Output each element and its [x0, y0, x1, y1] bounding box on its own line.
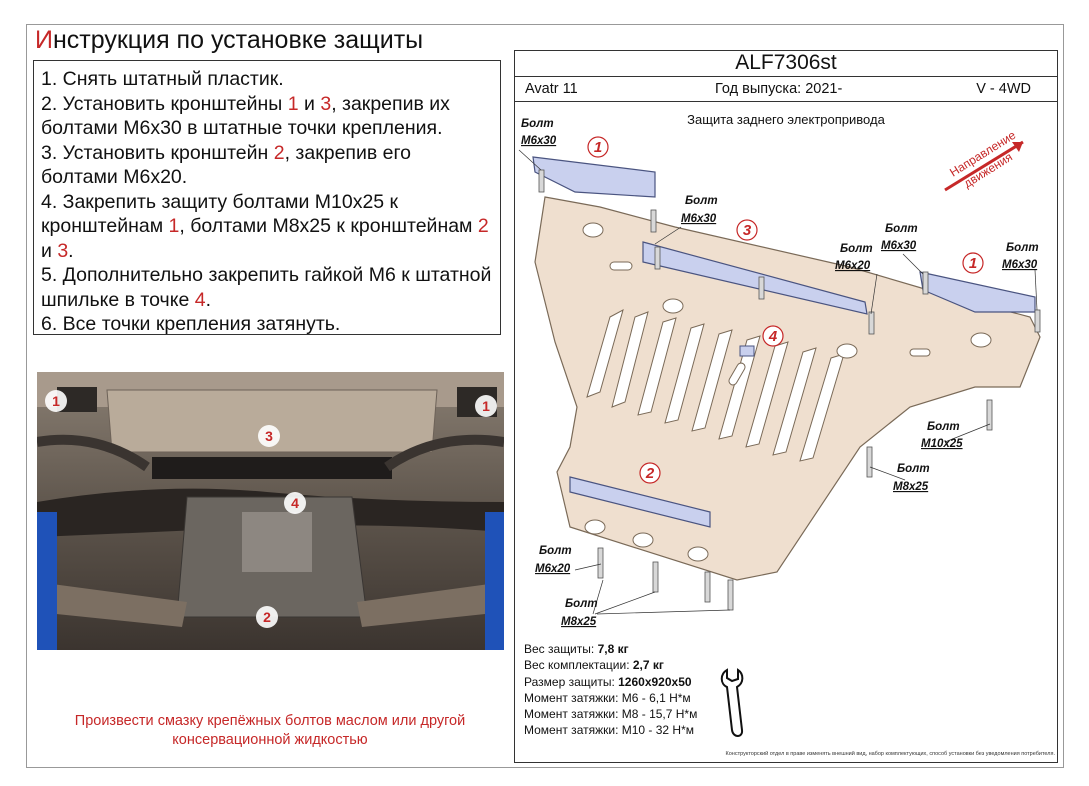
size-label: Размер защиты: [524, 674, 619, 689]
step-part-text: 1. Снять штатный пластик. [41, 68, 284, 90]
vehicle-info-row: Avatr 11 Год выпуска: 2021- V - 4WD [515, 77, 1057, 102]
bolt-m8x25-right: М8х25 [893, 481, 929, 493]
photo-marker-3: 3 [265, 428, 273, 444]
step-part-reference: 3 [57, 239, 69, 262]
size-value: 1260х920х50 [618, 674, 692, 689]
photo-marker-4: 4 [291, 495, 299, 511]
title-rest: нструкция по установке защиты [52, 26, 424, 54]
step-part-text: , закрепив его болтами М6х20. [41, 141, 417, 189]
step-part-reference: 2 [273, 141, 285, 164]
skid-plate [534, 196, 1041, 581]
diagram-label-1-right: 1 [969, 255, 977, 272]
step-part-text: 5. Дополнительно закрепить гайкой М6 к ш… [41, 264, 497, 311]
bolt-m6x30-right-top: М6х30 [881, 240, 917, 252]
bolt-word-6: Болт [927, 421, 960, 433]
bolt-m8x25-bottom: М8х25 [561, 616, 597, 628]
assembly-diagram: Направление движения 1 3 1 4 2 Болт М6х3… [518, 118, 1041, 628]
instruction-step: 6. Все точки крепления затянуть. [41, 312, 493, 337]
photo-marker-1-left: 1 [52, 393, 60, 409]
specs-block: Вес защиты: 7,8 кг Вес комплектации: 2,7… [524, 641, 697, 739]
weight-label: Вес защиты: [524, 642, 598, 656]
step-part-text: 2. Установить кронштейны [41, 92, 288, 115]
diagram-subtitle: Защита заднего электропривода [687, 112, 885, 127]
bolt-word-9: Болт [565, 598, 598, 610]
step-part-text: и [298, 92, 321, 115]
drivetrain: V - 4WD [976, 81, 1031, 97]
bolt-m6x20-bottom: М6х20 [535, 563, 571, 575]
diagram-label-4: 4 [768, 328, 778, 345]
bolt-word-2: Болт [685, 195, 718, 207]
bolt-m6x30-left: М6х30 [521, 135, 557, 147]
bolt-word-7: Болт [897, 463, 930, 475]
bracket-1-left [532, 156, 656, 198]
vehicle-model: Avatr 11 [525, 81, 578, 97]
photo-marker-2: 2 [263, 609, 271, 625]
instruction-step: 4. Закрепить защиту болтами М10х25 к кро… [41, 190, 493, 264]
step-part-text: и [41, 215, 495, 262]
kit-weight-value: 2,7 кг [632, 658, 664, 673]
bolt-word-8: Болт [539, 545, 572, 557]
bolt-word-1: Болт [521, 118, 554, 130]
bracket-2 [569, 476, 711, 528]
step-part-text: , закрепив их болтами М6х30 в штатные то… [41, 92, 456, 140]
step-part-reference: 1 [287, 92, 299, 115]
bolt-m10x25: М10х25 [921, 438, 963, 450]
bolt-m6x30-middle: М6х30 [681, 213, 717, 225]
underbody-photo-drawing: 1 1 3 4 2 [37, 372, 504, 650]
step-part-text: 6. Все точки крепления затянуть. [41, 313, 341, 335]
page-border [26, 24, 1064, 768]
step-part-text: 3. Установить кронштейн [41, 141, 274, 164]
bolt-word-4: Болт [840, 243, 873, 255]
photo-marker-1-right: 1 [482, 398, 490, 414]
bolt-word-5: Болт [1006, 242, 1039, 254]
spec-frame [514, 50, 1058, 763]
step-part-text: , болтами М8х25 к кронштейнам [179, 215, 478, 237]
bolt-m6x30-far-right: М6х30 [1002, 259, 1038, 271]
step-part-reference: 4 [194, 288, 206, 311]
instruction-step: 5. Дополнительно закрепить гайкой М6 к ш… [41, 263, 493, 312]
page-title: Инструкция по установке защиты [35, 26, 423, 55]
step-part-text: . [205, 288, 212, 311]
lubrication-warning: Произвести смазку крепёжных болтов масло… [74, 713, 466, 748]
bolt-word-3: Болт [885, 223, 918, 235]
instruction-step: 2. Установить кронштейны 1 и 3, закрепив… [41, 92, 493, 141]
title-first-letter: И [35, 26, 53, 54]
torque-m10: Момент затяжки: М10 - 32 Н*м [524, 723, 695, 738]
diagram-label-2: 2 [645, 465, 655, 482]
torque-m8: Момент затяжки: М8 - 15,7 Н*м [524, 707, 698, 722]
instruction-step: 3. Установить кронштейн 2, закрепив его … [41, 141, 493, 190]
diagram-label-1-left: 1 [594, 139, 602, 156]
weight-value: 7,8 кг [597, 642, 629, 656]
product-code: ALF7306st [515, 50, 1057, 77]
bolt-m6x20-top: М6х20 [835, 260, 871, 272]
instruction-steps: 1. Снять штатный пластик.2. Установить к… [33, 60, 501, 335]
step-part-reference: 3 [320, 92, 332, 115]
bracket-1-right [919, 271, 1036, 313]
step-part-text: . [68, 239, 74, 262]
production-year: Год выпуска: 2021- [715, 81, 843, 97]
kit-weight-label: Вес комплектации: [524, 658, 633, 673]
step-part-reference: 1 [168, 215, 180, 237]
bracket-3 [642, 241, 868, 315]
footnote: Конструкторский отдел в праве изменять в… [725, 751, 1055, 757]
wrench-icon [720, 668, 744, 737]
step-part-text: 4. Закрепить защиту болтами М10х25 к кро… [41, 190, 404, 238]
diagram-label-3: 3 [743, 222, 752, 239]
underbody-photo: 1 1 3 4 2 [37, 372, 504, 650]
step-part-reference: 2 [477, 215, 489, 237]
torque-m6: Момент затяжки: М6 - 6,1 Н*м [524, 690, 691, 705]
instruction-step: 1. Снять штатный пластик. [41, 67, 493, 92]
